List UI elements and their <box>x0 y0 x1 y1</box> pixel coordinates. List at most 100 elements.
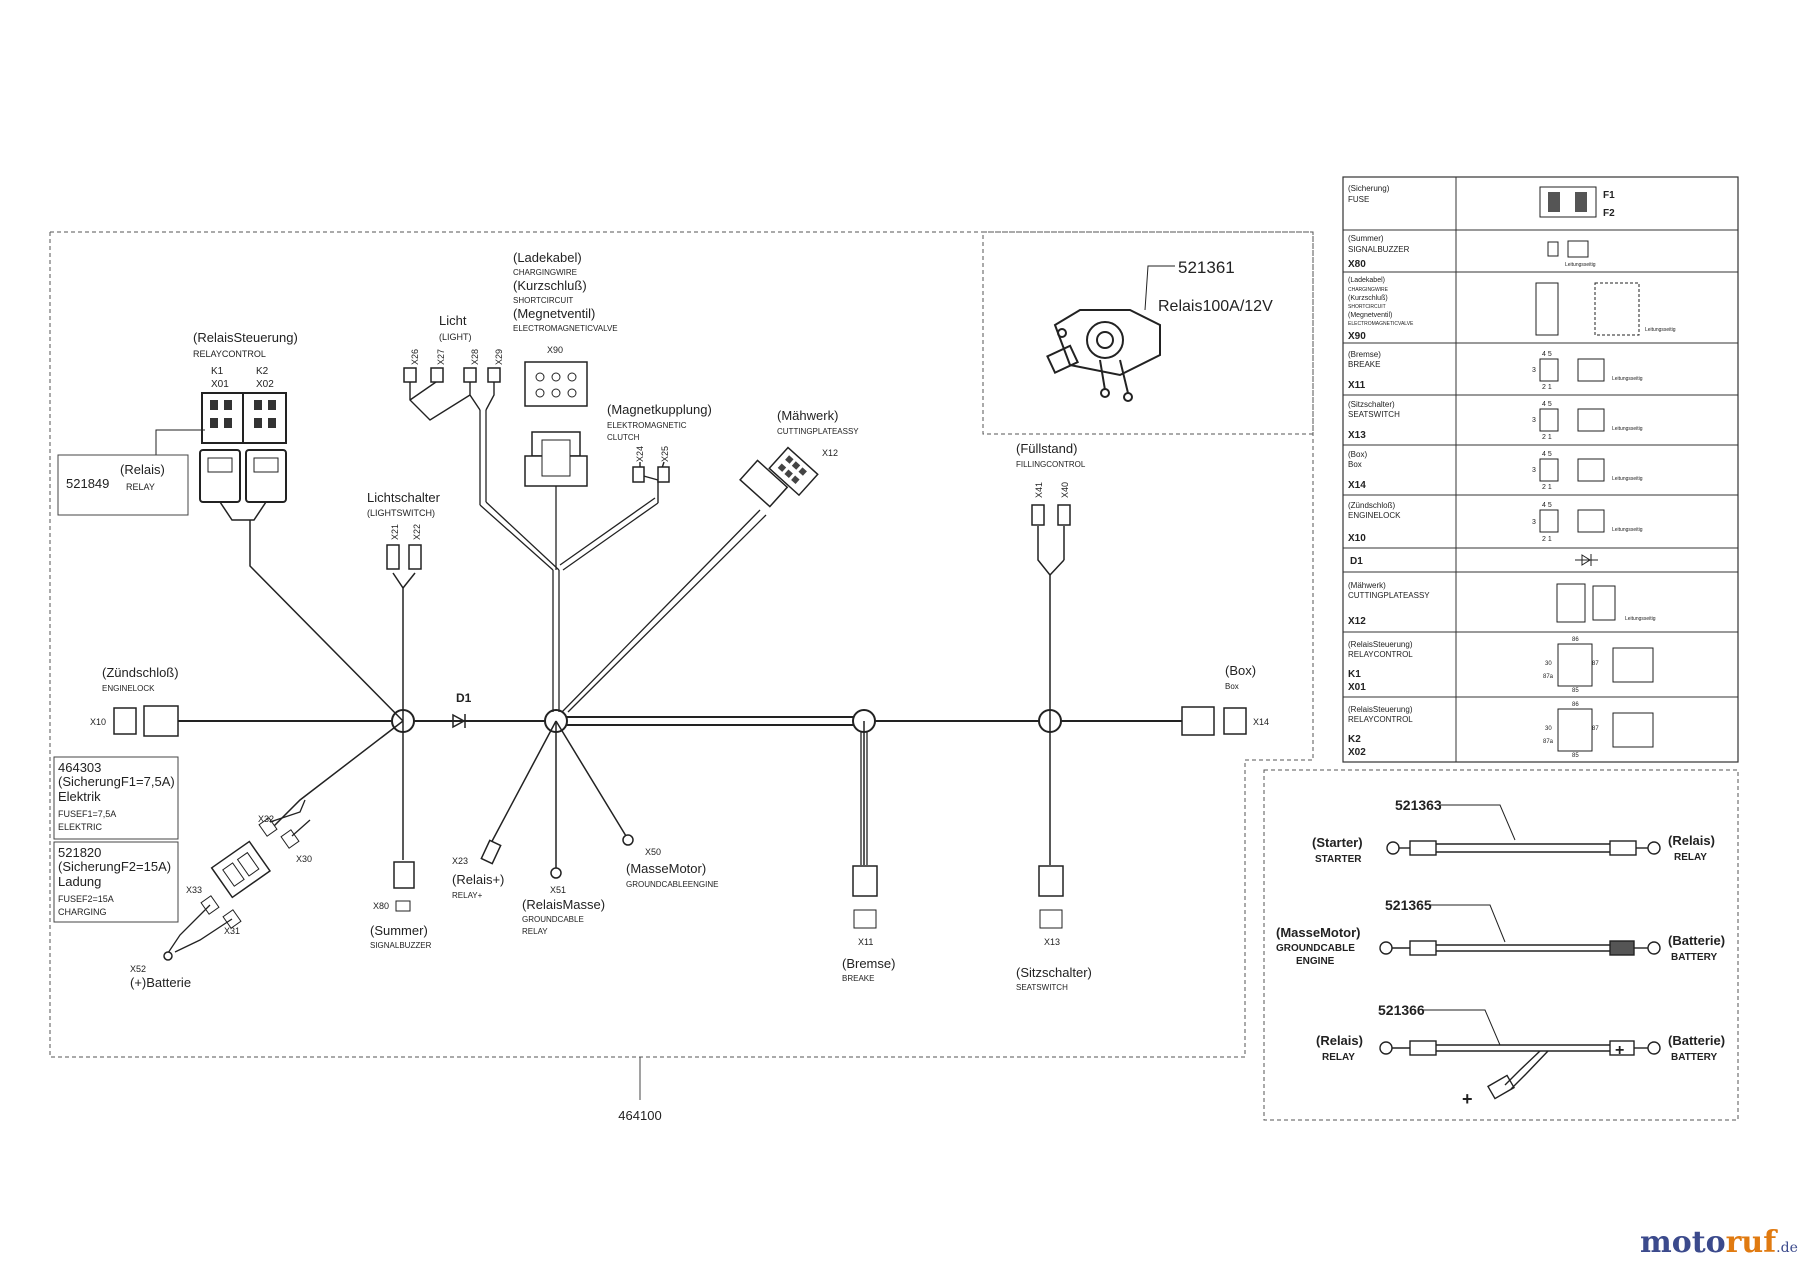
light-switch-en: (LIGHTSWITCH) <box>367 508 435 518</box>
legend-3-en: BREAKE <box>1348 360 1380 369</box>
mower-en: CUTTINGPLATEASSY <box>777 427 859 436</box>
connector-x90 <box>524 361 588 407</box>
legend-2-en3: ELECTROMAGNETICVALVE <box>1348 321 1414 327</box>
legend-10-code: K2 <box>1348 734 1361 745</box>
buzzer-block: X80 (Summer) SIGNALBUZZER <box>370 861 432 950</box>
dashed-frames <box>49 231 1739 1121</box>
legend-7-code: D1 <box>1350 556 1363 567</box>
x40-label: X40 <box>1060 482 1070 498</box>
connector-x28 <box>463 367 477 383</box>
legend-4-p21: 2 1 <box>1542 434 1552 441</box>
charging-de1: (Ladekabel) <box>513 250 582 265</box>
cable-1-right-de: (Relais) <box>1668 833 1715 848</box>
relay-control-en: RELAYCONTROL <box>193 349 266 359</box>
charging-de3: (Megnetventil) <box>513 306 595 321</box>
watermark-main: moto <box>1640 1225 1726 1260</box>
legend-5-de: (Box) <box>1348 450 1367 459</box>
x02-label: X02 <box>256 379 274 390</box>
fuse2-en2: CHARGING <box>58 907 107 917</box>
brake-block: X11 (Bremse) BREAKE <box>842 865 895 983</box>
legend-0-de: (Sicherung) <box>1348 184 1390 193</box>
brake-en: BREAKE <box>842 974 874 983</box>
x80-label: X80 <box>373 901 389 911</box>
x90-label: X90 <box>547 345 563 355</box>
relay-ground-en1: GROUNDCABLE <box>522 915 584 924</box>
relay-part: 521849 <box>66 476 109 491</box>
fuse-holder <box>210 840 272 899</box>
relay-callout-box <box>57 454 189 516</box>
legend-x90-icon <box>1535 282 1559 336</box>
x50-label: X50 <box>645 847 661 857</box>
connector-x40 <box>1057 504 1071 526</box>
fuse2-de1: (SicherungF2=15A) <box>58 859 171 874</box>
relay-socket-pins <box>210 400 276 428</box>
legend-2-en: CHARGINGWIRE <box>1348 287 1389 293</box>
fuse1-callout <box>53 756 179 840</box>
filling-block: (Füllstand) FILLINGCONTROL X41 X40 <box>1016 441 1086 526</box>
relay-control-de: (RelaisSteuerung) <box>193 330 298 345</box>
cable-2-left-en1: GROUNDCABLE <box>1276 943 1355 954</box>
motor-ground-en: GROUNDCABLEENGINE <box>626 880 718 889</box>
legend-3-de: (Bremse) <box>1348 350 1381 359</box>
seat-de: (Sitzschalter) <box>1016 965 1092 980</box>
cable-2-drawing <box>1379 940 1661 956</box>
x29-label: X29 <box>494 349 504 365</box>
light-block: Licht (LIGHT) X26 X27 X28 X29 <box>403 313 504 383</box>
x33-label: X33 <box>186 885 202 895</box>
ignition-block: (Zündschloß) ENGINELOCK X10 <box>90 665 179 737</box>
legend-6-de: (Zündschloß) <box>1348 501 1395 510</box>
x12-label: X12 <box>822 448 838 458</box>
upper-double-branches <box>479 410 868 865</box>
relay-plus-block: X23 (Relais+) RELAY+ <box>452 839 504 900</box>
connector-buzzer <box>393 861 415 889</box>
legend-3-p3: 3 <box>1532 367 1536 374</box>
legend-10-de: (RelaisSteuerung) <box>1348 705 1413 714</box>
cable-3-part: 521366 <box>1378 1002 1425 1018</box>
charging-block: (Ladekabel) CHARGINGWIRE (Kurzschluß) SH… <box>513 250 618 487</box>
fuse1-en2: ELEKTRIC <box>58 822 103 832</box>
legend-x13-icon <box>1539 408 1559 432</box>
legend-5-note: Leitungsseitig <box>1612 476 1643 482</box>
connector-x22 <box>408 544 422 570</box>
x30-label: X30 <box>296 854 312 864</box>
legend-4-p45: 4 5 <box>1542 401 1552 408</box>
cables-frame <box>1263 769 1739 1121</box>
cable-2-part: 521365 <box>1385 897 1432 913</box>
x14-label: X14 <box>1253 717 1269 727</box>
buzzer-de: (Summer) <box>370 923 428 938</box>
legend-10-p87a: 87a <box>1543 739 1554 745</box>
legend-x12-icon <box>1556 583 1586 623</box>
legend-5-code: X14 <box>1348 480 1366 491</box>
legend-9-p87a: 87a <box>1543 674 1554 680</box>
connector-x26 <box>403 367 417 383</box>
legend-10-code2: X02 <box>1348 747 1366 758</box>
legend-9-code2: X01 <box>1348 682 1366 693</box>
fuse1-de2: Elektrik <box>58 789 101 804</box>
legend-9-code: K1 <box>1348 669 1361 680</box>
legend-6-code: X10 <box>1348 533 1366 544</box>
legend-8-en: CUTTINGPLATEASSY <box>1348 591 1430 600</box>
legend-10-p86: 86 <box>1572 702 1579 708</box>
legend-2-de2: (Kurzschluß) <box>1348 295 1388 302</box>
connector-x11 <box>853 909 877 929</box>
x24-label: X24 <box>635 446 645 462</box>
connector-x23 <box>480 839 502 865</box>
legend-3-p21: 2 1 <box>1542 384 1552 391</box>
connector-x21 <box>386 544 400 570</box>
legend-5-p45: 4 5 <box>1542 451 1552 458</box>
mower-block: (Mähwerk) CUTTINGPLATEASSY X12 <box>739 408 859 508</box>
x51-label: X51 <box>550 885 566 895</box>
ignition-en: ENGINELOCK <box>102 684 155 693</box>
fuse1-part: 464303 <box>58 760 101 775</box>
legend-9-p85: 85 <box>1572 688 1579 694</box>
relay-control: (RelaisSteuerung) RELAYCONTROL K1 X01 K2… <box>57 330 298 521</box>
x01-label: X01 <box>211 379 229 390</box>
legend-5-p3: 3 <box>1532 467 1536 474</box>
legend-6-p21: 2 1 <box>1542 536 1552 543</box>
legend-6-en: ENGINELOCK <box>1348 511 1401 520</box>
legend-0-en: FUSE <box>1348 195 1369 204</box>
relay-plus-en: RELAY+ <box>452 891 483 900</box>
legend-10-p85: 85 <box>1572 753 1579 759</box>
